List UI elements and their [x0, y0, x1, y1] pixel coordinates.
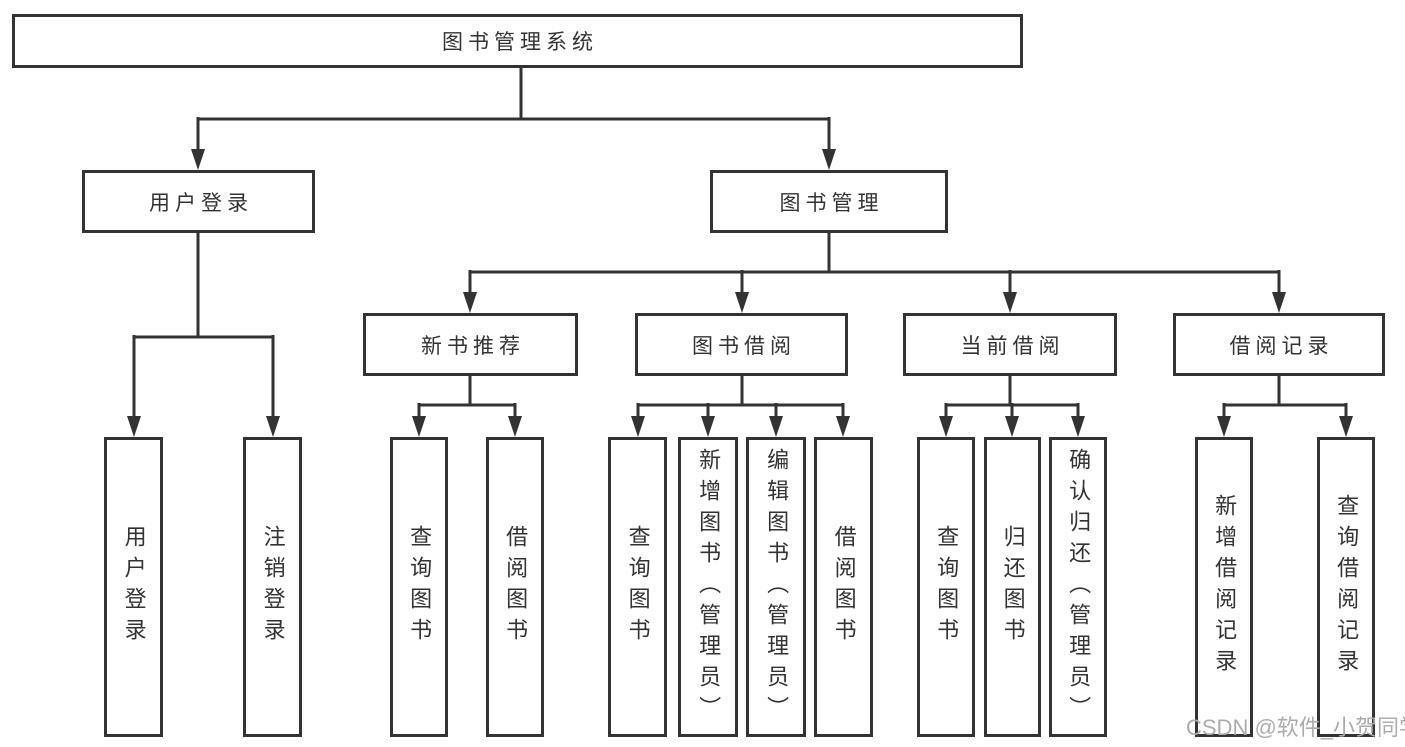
leaf-user-login: 用户登录 — [104, 437, 163, 737]
node-label: 新书推荐 — [421, 334, 525, 358]
leaf-borrow-books-recommend: 借阅图书 — [486, 437, 544, 737]
leaf-return-book: 归还图书 — [984, 437, 1041, 737]
connector-book-management-to-level3 — [463, 233, 1286, 313]
node-label: 图书管理系统 — [442, 31, 598, 54]
connector-new-book-recommend-to-leaves — [412, 376, 522, 437]
node-new-book-recommend: 新书推荐 — [363, 313, 578, 376]
leaf-query-borrow-record: 查询借阅记录 — [1317, 437, 1375, 737]
node-label: 查询图书 — [934, 525, 960, 649]
node-label: 用户登录 — [149, 191, 253, 215]
node-label: 注销登录 — [260, 525, 286, 649]
node-label: 借阅图书 — [831, 525, 857, 649]
node-user-login: 用户登录 — [82, 170, 315, 233]
node-label: 新增借阅记录 — [1212, 494, 1238, 680]
node-label: 归还图书 — [1000, 525, 1026, 649]
connector-user-login-to-leaves — [127, 233, 280, 437]
connector-current-borrow-to-leaves — [939, 376, 1085, 437]
leaf-borrow-books: 借阅图书 — [814, 437, 873, 737]
csdn-watermark: CSDN @软件_小贺同学 — [1186, 715, 1405, 740]
leaf-edit-book-admin: 编辑图书（管理员） — [746, 437, 806, 737]
leaf-query-books-current: 查询图书 — [917, 437, 975, 737]
node-label: 新增图书（管理员） — [696, 447, 722, 727]
leaf-add-borrow-record: 新增借阅记录 — [1195, 437, 1253, 737]
node-label: 图书借阅 — [692, 334, 796, 358]
node-book-management: 图书管理 — [710, 170, 948, 233]
node-label: 查询图书 — [407, 525, 433, 649]
leaf-query-books-recommend: 查询图书 — [390, 437, 448, 737]
node-label: 查询图书 — [625, 525, 651, 649]
connector-borrow-records-to-leaves — [1217, 376, 1353, 437]
leaf-logout: 注销登录 — [243, 437, 302, 737]
leaf-add-book-admin: 新增图书（管理员） — [678, 437, 738, 737]
node-label: 借阅记录 — [1229, 334, 1334, 358]
node-library-management-system: 图书管理系统 — [12, 14, 1023, 68]
node-current-borrow: 当前借阅 — [903, 313, 1117, 376]
node-label: 编辑图书（管理员） — [764, 447, 790, 727]
leaf-confirm-return-admin: 确认归还（管理员） — [1049, 437, 1107, 737]
node-label: 图书管理 — [779, 191, 884, 215]
connector-book-borrow-to-leaves — [631, 376, 850, 437]
node-label: 确认归还（管理员） — [1066, 447, 1092, 727]
node-label: 借阅图书 — [503, 525, 529, 649]
node-borrow-records: 借阅记录 — [1173, 313, 1385, 376]
leaf-query-books-borrow: 查询图书 — [608, 437, 667, 737]
node-label: 查询借阅记录 — [1334, 494, 1360, 680]
node-label: 用户登录 — [121, 525, 147, 649]
node-label: 当前借阅 — [960, 334, 1065, 358]
connector-root-to-level2 — [191, 68, 836, 170]
node-book-borrow: 图书借阅 — [635, 313, 848, 376]
